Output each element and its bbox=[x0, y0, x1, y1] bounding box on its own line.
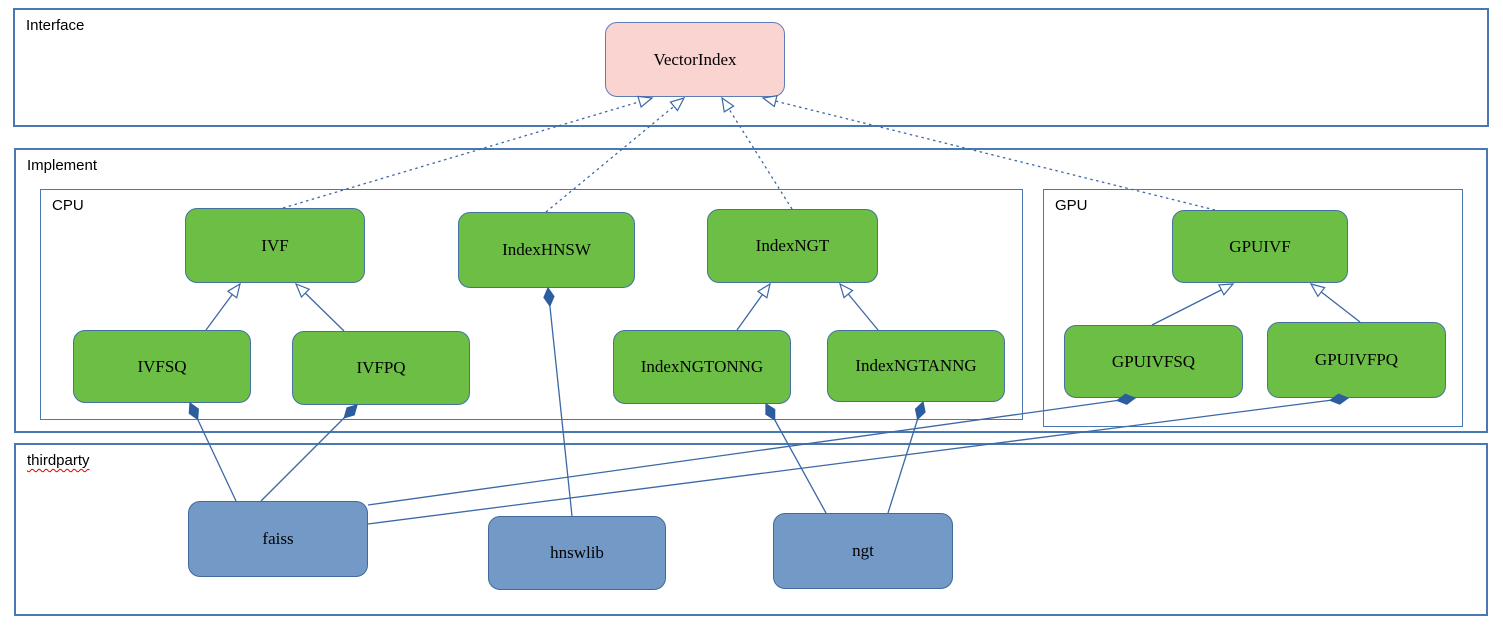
node-label-hnswlib: hnswlib bbox=[550, 543, 604, 562]
node-faiss[interactable]: faiss bbox=[188, 501, 368, 577]
node-label-gpuivf: GPUIVF bbox=[1229, 236, 1291, 256]
node-label-ivf: IVF bbox=[261, 235, 289, 255]
node-indexngtanng[interactable]: IndexNGTANNG bbox=[827, 330, 1005, 402]
node-hnswlib[interactable]: hnswlib bbox=[488, 516, 666, 590]
node-indexngtonng[interactable]: IndexNGTONNG bbox=[613, 330, 791, 404]
node-label-gpuivfpq: GPUIVFPQ bbox=[1314, 350, 1399, 369]
node-vectorindex[interactable]: VectorIndex bbox=[605, 22, 785, 97]
node-label-indexngt: IndexNGT bbox=[755, 236, 830, 255]
node-label-indexhnsw: IndexHNSW bbox=[502, 240, 591, 259]
container-label-implement: Implement bbox=[27, 157, 98, 174]
node-label-indexngtonng: IndexNGTONNG bbox=[640, 357, 764, 376]
node-label-indexngtanng: IndexNGTANNG bbox=[855, 356, 977, 375]
node-label-gpuivfsq: GPUIVFSQ bbox=[1111, 351, 1196, 371]
node-indexngt[interactable]: IndexNGT bbox=[707, 209, 878, 283]
node-indexhnsw[interactable]: IndexHNSW bbox=[458, 212, 635, 288]
node-label-ivfpq: IVFPQ bbox=[356, 358, 406, 377]
node-ivfsq[interactable]: IVFSQ bbox=[73, 330, 251, 403]
node-ivfpq[interactable]: IVFPQ bbox=[292, 331, 470, 405]
node-label-ivfsq: IVFSQ bbox=[137, 356, 187, 376]
container-label-thirdparty: thirdparty bbox=[27, 452, 90, 469]
container-label-interface: Interface bbox=[26, 17, 85, 34]
container-label-gpu: GPU bbox=[1055, 197, 1088, 214]
container-label-cpu: CPU bbox=[52, 197, 84, 214]
node-gpuivf[interactable]: GPUIVF bbox=[1172, 210, 1348, 283]
node-ivf[interactable]: IVF bbox=[185, 208, 365, 283]
node-label-ngt: ngt bbox=[852, 541, 874, 560]
node-ngt[interactable]: ngt bbox=[773, 513, 953, 589]
node-gpuivfpq[interactable]: GPUIVFPQ bbox=[1267, 322, 1446, 398]
node-label-vectorindex: VectorIndex bbox=[653, 49, 737, 69]
node-gpuivfsq[interactable]: GPUIVFSQ bbox=[1064, 325, 1243, 398]
node-label-faiss: faiss bbox=[262, 529, 294, 548]
